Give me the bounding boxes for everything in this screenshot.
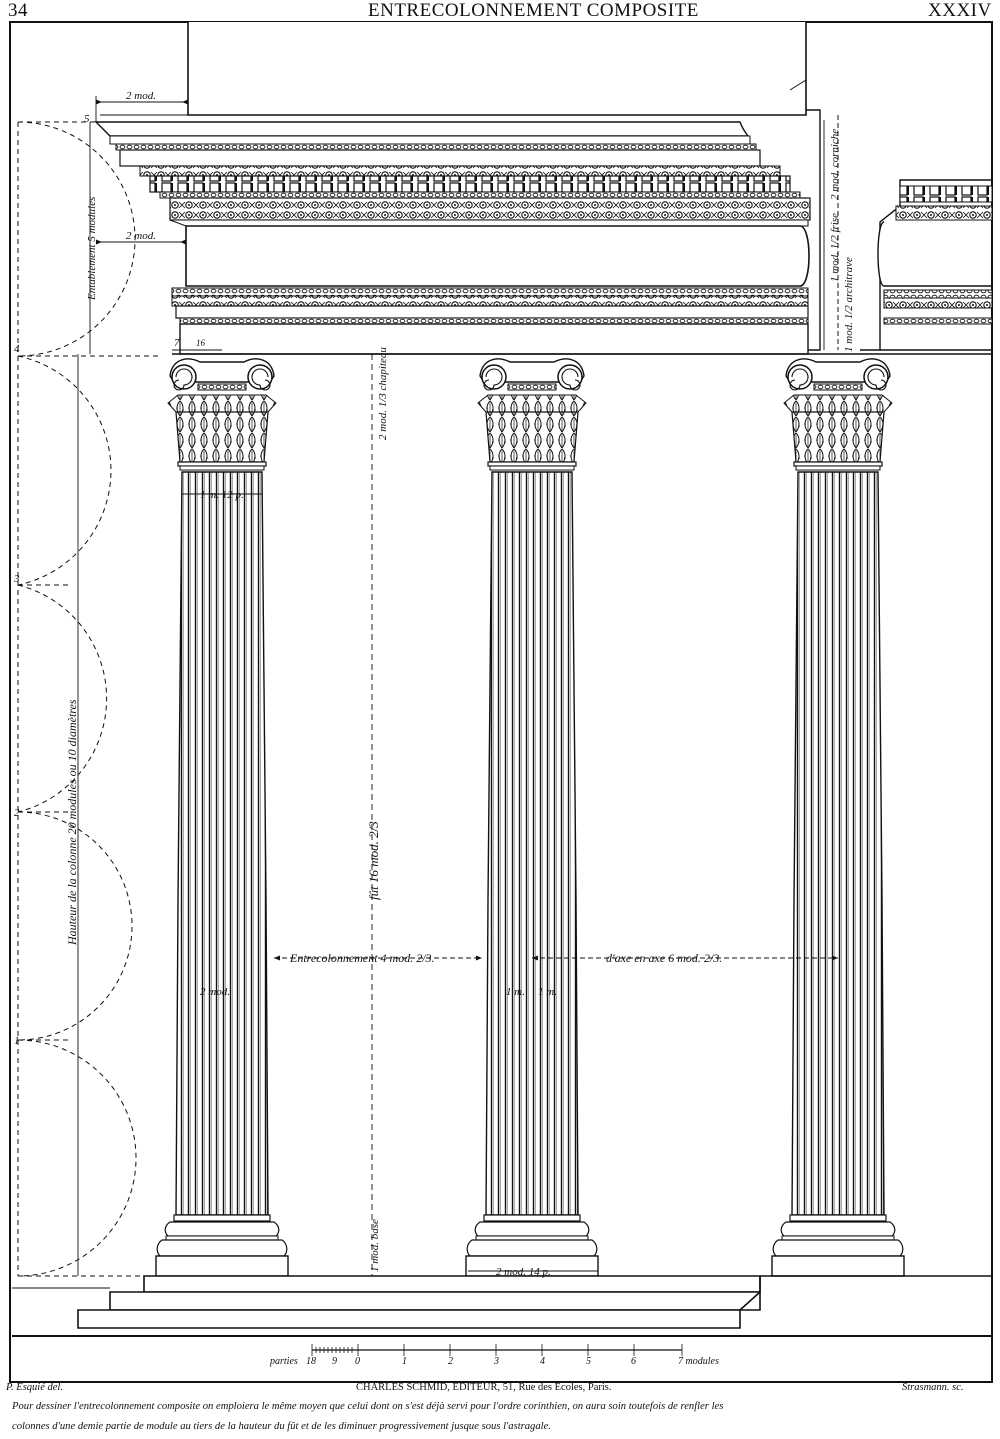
top-diameter-label: 1 m. 12 p. bbox=[200, 489, 244, 501]
shaft-label: fût 16 mod. 2/3 bbox=[366, 821, 381, 900]
column-height-label: Hauteur de la colonne 20 modules ou 10 d… bbox=[65, 699, 79, 946]
module-mark-4: 4 bbox=[14, 343, 20, 355]
publisher-credit: CHARLES SCHMID, EDITEUR, 51, Rue des Eco… bbox=[356, 1382, 612, 1393]
module-construction bbox=[17, 121, 160, 1277]
scale-prefix: parties bbox=[269, 1356, 298, 1367]
scale-module-5: 5 bbox=[586, 1356, 591, 1367]
module-mark-5: 5 bbox=[84, 113, 90, 125]
plinth-width-label: 2 mod. 14 p. bbox=[496, 1266, 551, 1278]
column-center bbox=[465, 358, 599, 1277]
graphic-scale: parties 18 9 0 1 2 3 4 5 6 7 modules bbox=[269, 1344, 719, 1367]
scale-module-2: 2 bbox=[448, 1356, 453, 1367]
entablement-label: Entablement 5 modules bbox=[86, 197, 98, 301]
abacus-small-label: 7 bbox=[174, 337, 180, 349]
scale-module-7: 7 modules bbox=[678, 1356, 719, 1367]
plate-number: XXXIV bbox=[928, 0, 992, 21]
architrave-right-label: 1 mod. 1/2 architrave bbox=[843, 257, 855, 352]
engraver-credit: Strasmann. sc. bbox=[902, 1382, 964, 1393]
radius-right-label: 1 m. bbox=[538, 986, 557, 998]
frieze-projection-label: 2 mod. bbox=[126, 230, 156, 242]
frieze-right-label: 1 mod. 1/2 frise bbox=[829, 213, 841, 282]
scale-module-6: 6 bbox=[631, 1356, 636, 1367]
cornice bbox=[94, 121, 811, 227]
scale-part-9: 9 bbox=[332, 1356, 337, 1367]
module-mark-2: 2 bbox=[14, 807, 20, 819]
delineator-credit: P. Esquié del. bbox=[6, 1382, 63, 1393]
base-label: 1 mod. base bbox=[369, 1219, 381, 1272]
capital-label: 2 mod. 1/3 chapiteau bbox=[377, 347, 389, 440]
plate-title: ENTRECOLONNEMENT COMPOSITE bbox=[368, 0, 699, 21]
axis-to-axis-label: d'axe en axe 6 mod. 2/3. bbox=[606, 951, 722, 965]
radius-left-label: 1 m. bbox=[506, 986, 525, 998]
architrave bbox=[171, 287, 809, 355]
caption-line-1: Pour dessiner l'entrecolonnement composi… bbox=[12, 1401, 724, 1412]
caption-line-2: colonnes d'une demie partie de module au… bbox=[12, 1421, 551, 1432]
scale-module-4: 4 bbox=[540, 1356, 545, 1367]
cornice-projection-label: 2 mod. bbox=[126, 90, 156, 102]
page-number: 34 bbox=[8, 0, 28, 21]
cornice-upper-block bbox=[187, 22, 807, 116]
scale-part-0: 0 bbox=[355, 1356, 360, 1367]
abacus-parts-label: 16 bbox=[196, 338, 206, 348]
module-mark-1: 1 bbox=[14, 1035, 20, 1047]
stylobate bbox=[12, 1275, 992, 1337]
scale-module-1: 1 bbox=[402, 1356, 407, 1367]
module-mark-3: 3 bbox=[13, 573, 20, 585]
intercolumniation-label: Entrecolonnement 4 mod. 2/3. bbox=[289, 951, 435, 965]
scale-module-3: 3 bbox=[493, 1356, 499, 1367]
bottom-diameter-label: 2 mod. bbox=[200, 986, 230, 998]
entablature-section bbox=[806, 109, 993, 351]
cornice-right-label: 2 mod. corniche bbox=[829, 129, 841, 200]
frieze bbox=[185, 225, 810, 287]
scale-part-18: 18 bbox=[306, 1356, 316, 1367]
column-right bbox=[771, 358, 905, 1277]
